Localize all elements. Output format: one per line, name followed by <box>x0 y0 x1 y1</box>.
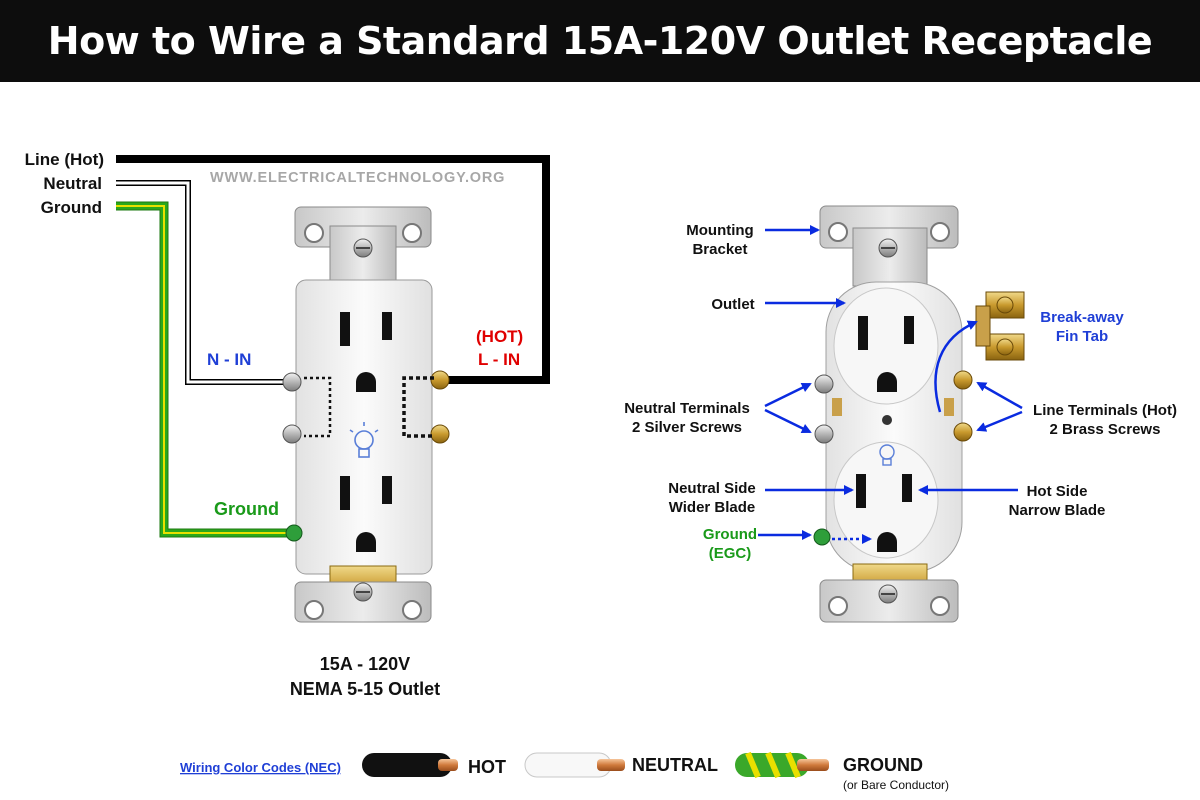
mounting-bracket-label-2: Bracket <box>692 241 747 258</box>
breakaway-label-2: Fin Tab <box>1056 328 1108 345</box>
line-terminals-label-2: 2 Brass Screws <box>1050 421 1161 438</box>
caption-nema: NEMA 5-15 Outlet <box>290 679 440 699</box>
outlet-anatomy-view <box>813 205 1025 623</box>
legend-neutral-wire <box>524 752 625 778</box>
legend-ground-label: GROUND <box>843 755 923 775</box>
color-code-legend: Wiring Color Codes (NEC) HOT NEUTRAL GRO… <box>180 751 949 792</box>
hot-side-label-1: Hot Side <box>1027 483 1088 500</box>
mounting-bracket-label-1: Mounting <box>686 222 753 239</box>
outlet-label: Outlet <box>711 296 754 313</box>
bulb-icon-anatomy <box>879 444 895 466</box>
ground-wire-label: Ground <box>41 198 102 217</box>
neutral-terminals-label-2: 2 Silver Screws <box>632 419 742 436</box>
ground-egc-label-2: (EGC) <box>709 545 752 562</box>
legend-title-link[interactable]: Wiring Color Codes (NEC) <box>180 760 341 775</box>
hot-tag-label: (HOT) <box>476 327 523 346</box>
breakaway-label-1: Break-away <box>1040 309 1124 326</box>
hot-wire <box>116 155 550 384</box>
line-terminals-label-1: Line Terminals (Hot) <box>1033 402 1177 419</box>
watermark: WWW.ELECTRICALTECHNOLOGY.ORG <box>210 170 505 186</box>
wiring-diagram: WWW.ELECTRICALTECHNOLOGY.ORG Line (Hot) … <box>25 150 550 699</box>
legend-hot-wire <box>362 753 458 777</box>
caption-rating: 15A - 120V <box>320 654 410 674</box>
ground-terminal-label: Ground <box>214 499 279 519</box>
legend-ground-note: (or Bare Conductor) <box>843 778 949 792</box>
n-in-label: N - IN <box>207 350 251 369</box>
ground-wire <box>116 201 292 538</box>
l-in-label: L - IN <box>478 350 520 369</box>
callout-arrows <box>758 225 1023 544</box>
hot-side-label-2: Narrow Blade <box>1009 502 1106 519</box>
ground-egc-label-1: Ground <box>703 526 757 543</box>
neutral-terminals-label-1: Neutral Terminals <box>624 400 750 417</box>
outlet-front-view <box>282 206 450 623</box>
legend-hot-label: HOT <box>468 757 506 777</box>
bulb-icon <box>349 422 379 458</box>
neutral-wire <box>116 180 292 385</box>
diagram-canvas: WWW.ELECTRICALTECHNOLOGY.ORG Line (Hot) … <box>25 150 1177 792</box>
line-hot-label: Line (Hot) <box>25 150 104 169</box>
anatomy-diagram: Mounting Bracket Outlet Break-away Fin T… <box>624 205 1177 623</box>
legend-ground-wire <box>735 751 829 779</box>
neutral-side-label-2: Wider Blade <box>669 499 756 516</box>
page-title: How to Wire a Standard 15A-120V Outlet R… <box>47 19 1153 63</box>
neutral-side-label-1: Neutral Side <box>668 480 756 497</box>
neutral-label: Neutral <box>43 174 102 193</box>
legend-neutral-label: NEUTRAL <box>632 755 718 775</box>
title-bar: How to Wire a Standard 15A-120V Outlet R… <box>0 0 1200 82</box>
